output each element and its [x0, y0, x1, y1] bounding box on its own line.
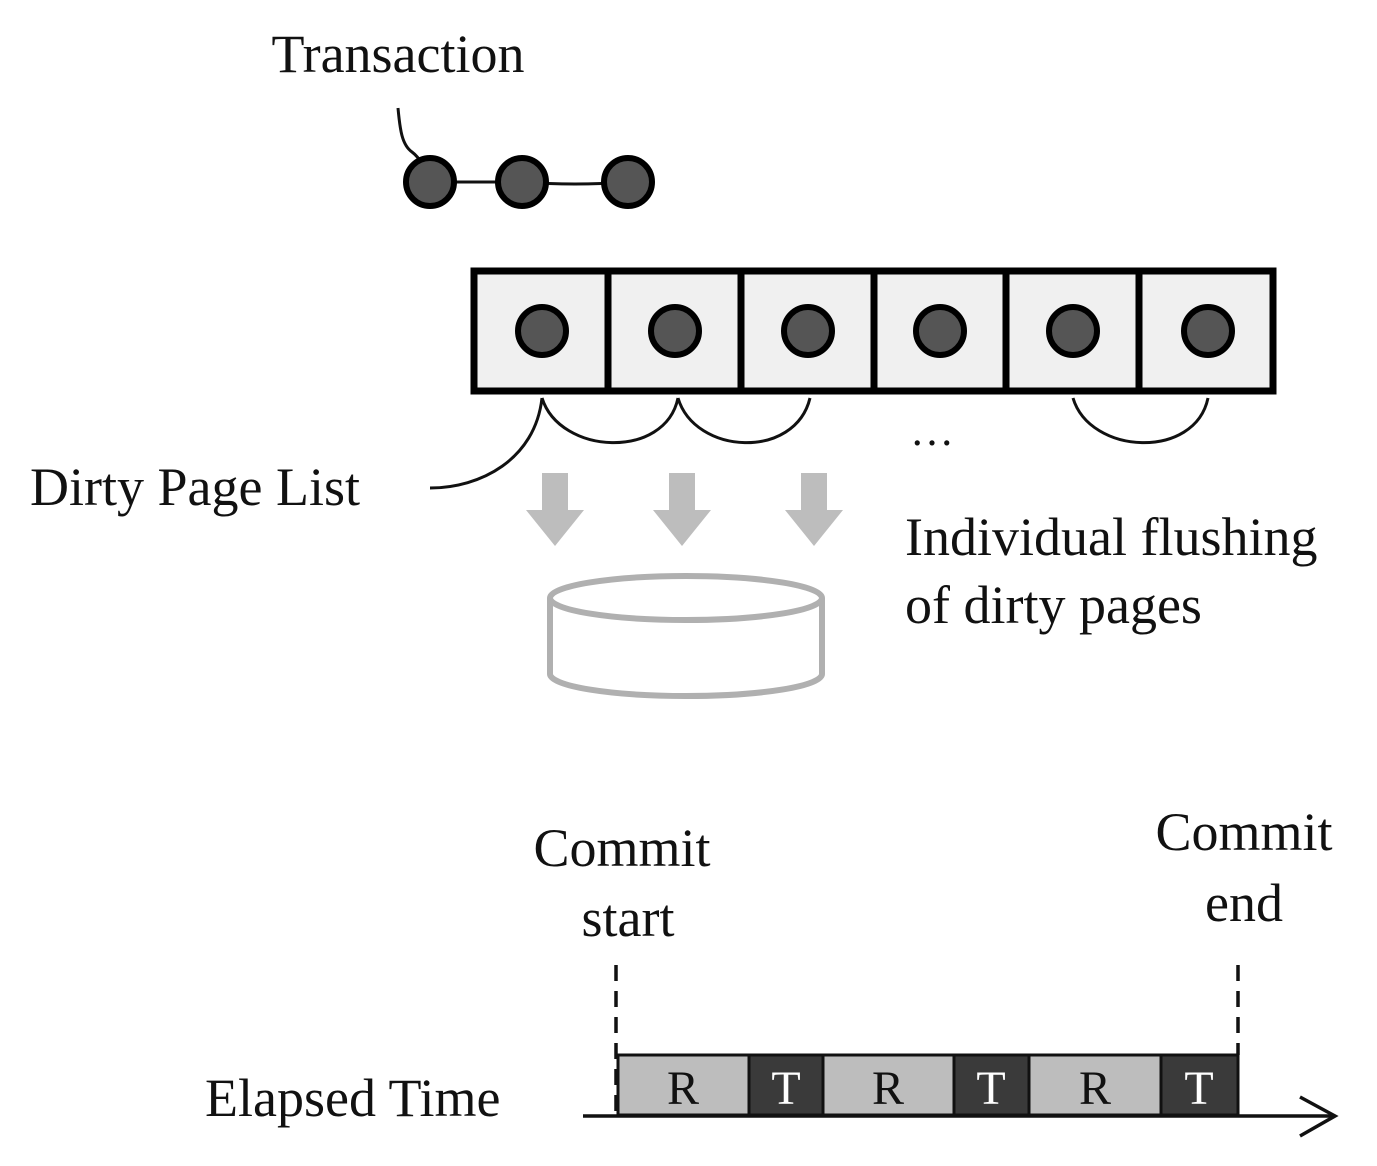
flush-arrow [785, 473, 843, 546]
dirty-page-node [515, 304, 569, 358]
read-segment [1027, 1053, 1163, 1117]
ellipsis: … [910, 406, 954, 455]
dirty-page-node [781, 304, 835, 358]
commit-start-label-line1: Commit [533, 818, 710, 878]
commit-start-label-line2: start [582, 888, 675, 948]
transfer-segment [952, 1053, 1031, 1117]
segment-label: R [667, 1062, 699, 1115]
timeline-segments: R T R T R T [616, 1053, 1240, 1117]
read-segment [821, 1053, 956, 1117]
dirty-page-node [648, 304, 702, 358]
dirty-page-node [1181, 304, 1235, 358]
dirty-page-node [913, 304, 967, 358]
segment-label: R [1079, 1062, 1111, 1115]
flush-arrow [653, 473, 711, 546]
segment-label: T [1184, 1062, 1213, 1115]
transfer-segment [1159, 1053, 1240, 1117]
segment-label: T [771, 1062, 800, 1115]
flushing-label-line1: Individual flushing [905, 507, 1317, 567]
dirty-list-link [540, 397, 680, 445]
commit-end-label-line2: end [1205, 873, 1283, 933]
elapsed-time-label: Elapsed Time [205, 1068, 501, 1128]
time-axis-arrowhead [1299, 1095, 1339, 1138]
page-buffer [470, 267, 1277, 395]
transfer-segment [747, 1053, 825, 1117]
transaction-node [403, 155, 457, 209]
dirty-list-link [676, 397, 812, 445]
transaction-node [601, 155, 655, 209]
transaction-node [495, 155, 549, 209]
dirty-page-list-label: Dirty Page List [30, 457, 360, 517]
dirty-page-list-leader [429, 397, 544, 490]
segment-label: R [872, 1062, 904, 1115]
commit-end-label-line1: Commit [1155, 802, 1332, 862]
flush-arrow [526, 473, 584, 546]
segment-label: T [976, 1062, 1005, 1115]
dirty-page-node [1046, 304, 1100, 358]
transaction-label: Transaction [272, 24, 525, 84]
dirty-list-link [1071, 397, 1210, 445]
flushing-label-line2: of dirty pages [905, 575, 1202, 635]
disk-icon [547, 573, 825, 699]
